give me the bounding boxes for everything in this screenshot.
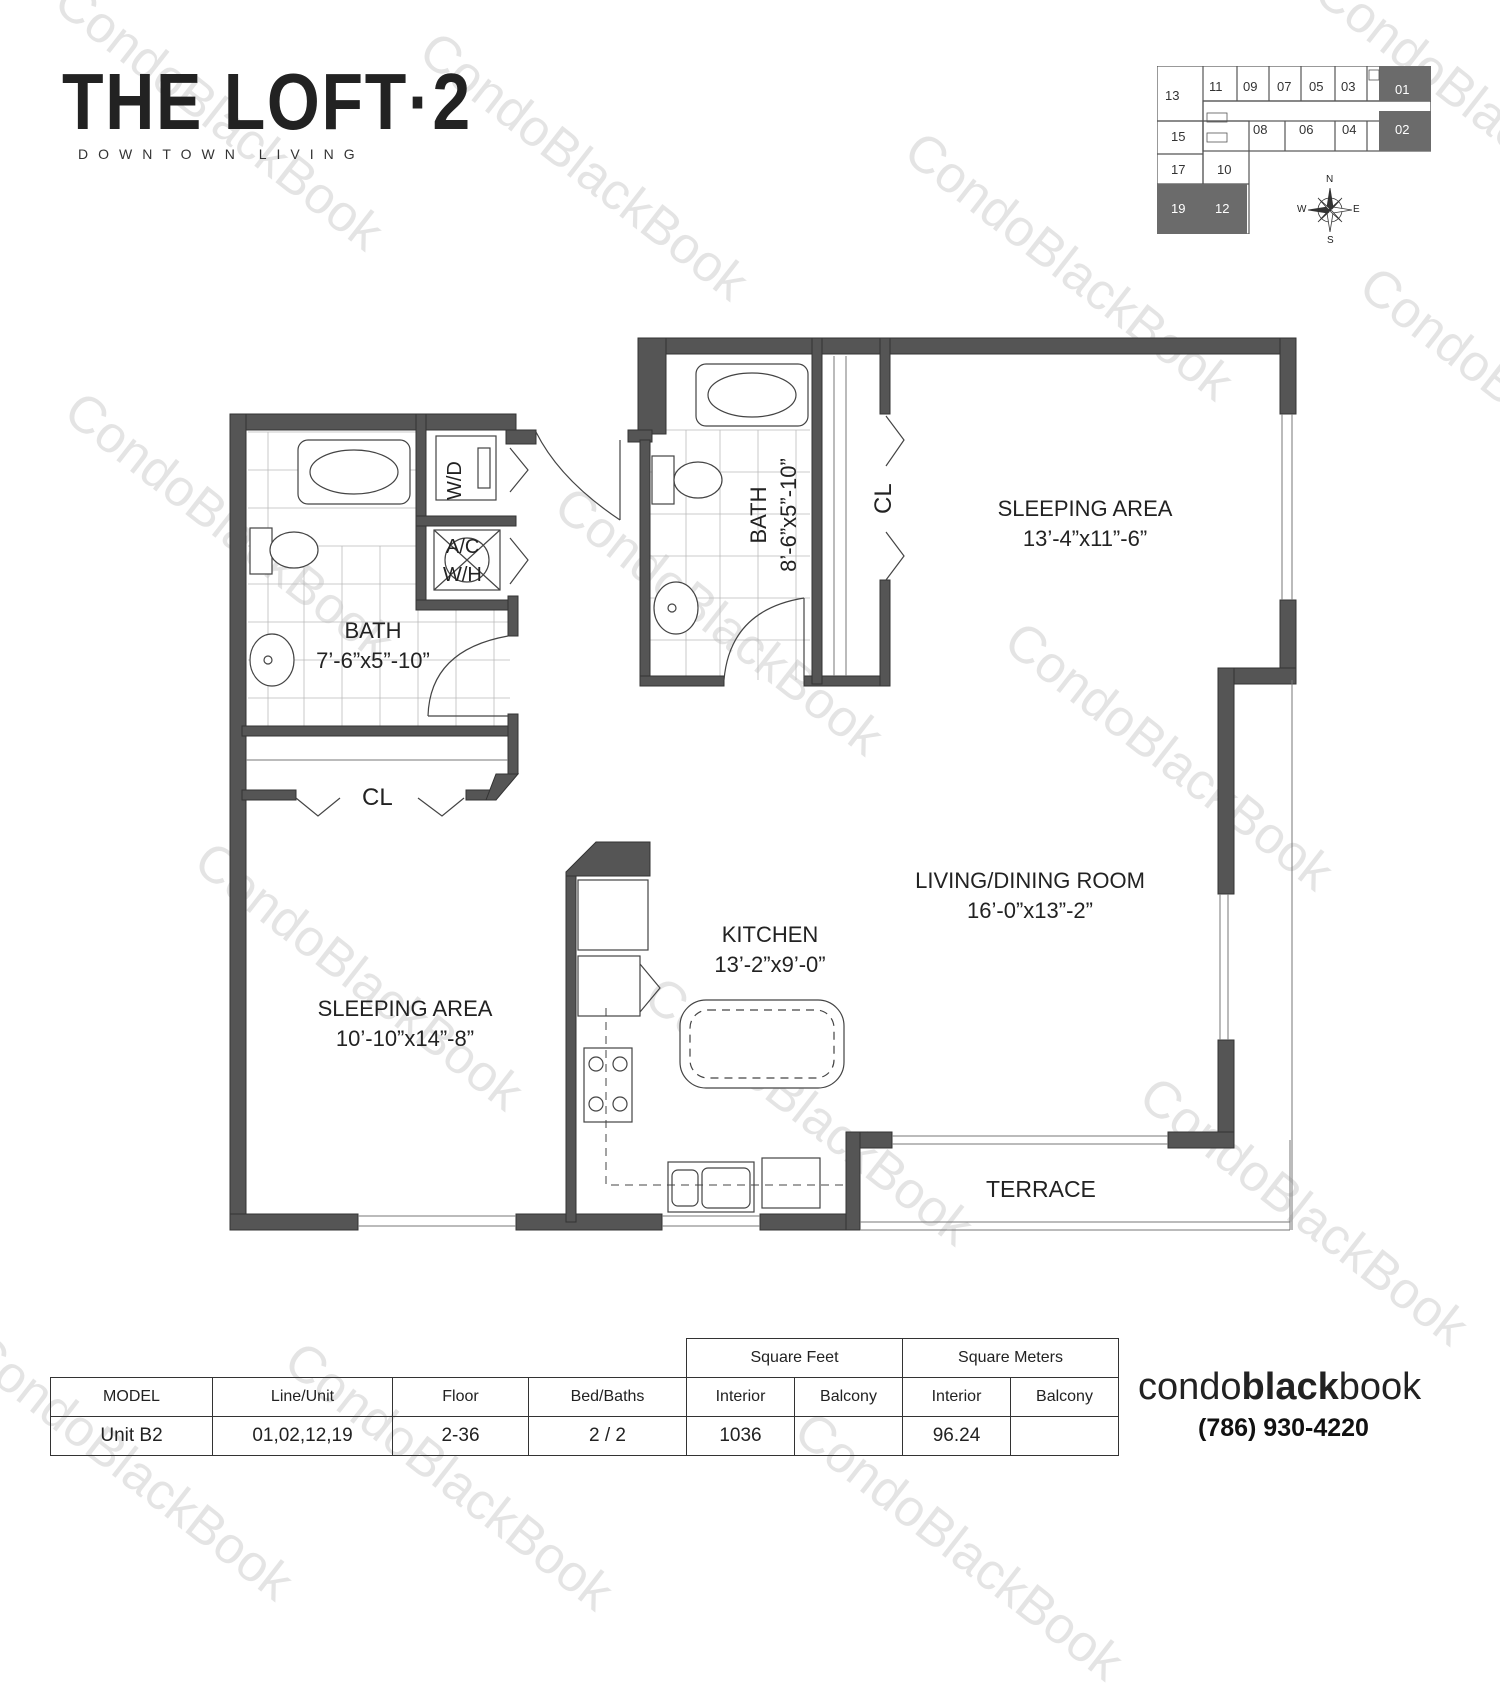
key-unit-11: 11	[1209, 79, 1223, 94]
compass-south: S	[1327, 235, 1334, 246]
brand-part-black: black	[1241, 1366, 1339, 1408]
room-name: SLEEPING AREA	[997, 496, 1173, 521]
header-sqm-balcony: Balcony	[1010, 1377, 1119, 1417]
key-unit-03: 03	[1341, 79, 1356, 94]
room-size: 13’-4”x11”-6”	[1022, 526, 1148, 551]
room-name: SLEEPING AREA	[317, 996, 493, 1021]
room-living-dining: LIVING/DINING ROOM 16’-0”x13”-2”	[880, 866, 1180, 926]
key-unit-19: 19	[1171, 201, 1186, 216]
brand-logo: condoblackbook	[1138, 1366, 1421, 1409]
room-size: 13’-2”x9’-0”	[714, 952, 826, 977]
closet-left-label: CL	[362, 784, 393, 811]
table-spacer	[51, 1339, 687, 1378]
ac-label: A/C	[446, 536, 480, 558]
header-floor: Floor	[392, 1377, 529, 1417]
header-bed-baths: Bed/Baths	[528, 1377, 687, 1417]
header-sqm-interior: Interior	[902, 1377, 1011, 1417]
key-unit-02: 02	[1395, 122, 1410, 137]
header-square-meters: Square Meters	[902, 1338, 1119, 1378]
key-unit-13: 13	[1165, 88, 1180, 103]
compass-north: N	[1326, 174, 1334, 185]
brand-part-condo: condo	[1138, 1366, 1242, 1408]
key-unit-06: 06	[1299, 122, 1314, 137]
compass-west: W	[1297, 204, 1307, 215]
key-unit-01: 01	[1395, 82, 1410, 97]
room-name: KITCHEN	[721, 922, 819, 947]
header-sqft-interior: Interior	[686, 1377, 795, 1417]
cell-floor: 2-36	[392, 1416, 529, 1456]
header-sqft-balcony: Balcony	[794, 1377, 903, 1417]
terrace-label: TERRACE	[986, 1176, 1096, 1202]
compass-east: E	[1353, 204, 1360, 215]
closet-top-label: CL	[870, 483, 897, 514]
room-kitchen: KITCHEN 13’-2”x9’-0”	[680, 920, 860, 980]
cell-sqft-interior: 1036	[686, 1416, 795, 1456]
room-sleeping-right: SLEEPING AREA 13’-4”x11”-6”	[960, 494, 1210, 554]
room-name: LIVING/DINING ROOM	[915, 868, 1145, 893]
key-unit-12: 12	[1215, 201, 1230, 216]
room-size: 16’-0”x13”-2”	[967, 898, 1093, 923]
room-bath-left: BATH 7’-6”x5”-10”	[288, 616, 458, 676]
room-size: 10’-10”x14”-8”	[335, 1026, 475, 1051]
key-unit-04: 04	[1342, 122, 1357, 137]
key-unit-05: 05	[1309, 79, 1324, 94]
key-unit-07: 07	[1277, 79, 1292, 94]
key-unit-10: 10	[1217, 162, 1232, 177]
cell-bed-baths: 2 / 2	[528, 1416, 687, 1456]
header-line-unit: Line/Unit	[212, 1377, 393, 1417]
brand-phone[interactable]: (786) 930-4220	[1198, 1414, 1369, 1442]
room-size: 8’-6”x5”-10”	[776, 458, 801, 572]
key-unit-08: 08	[1253, 122, 1268, 137]
key-unit-17: 17	[1171, 162, 1186, 177]
header-square-feet: Square Feet	[686, 1338, 903, 1378]
key-unit-09: 09	[1243, 79, 1258, 94]
room-bath-top: BATH 8’-6”x5”-10”	[744, 450, 804, 580]
cell-line-unit: 01,02,12,19	[212, 1416, 393, 1456]
room-sleeping-left: SLEEPING AREA 10’-10”x14”-8”	[280, 994, 530, 1054]
cell-sqm-interior: 96.24	[902, 1416, 1011, 1456]
room-name: BATH	[344, 618, 402, 643]
header-model: MODEL	[50, 1377, 213, 1417]
key-unit-15: 15	[1171, 129, 1186, 144]
logo-title: THE LOFT·2	[62, 57, 472, 146]
compass-icon	[1296, 172, 1366, 248]
cell-sqft-balcony	[794, 1416, 903, 1456]
cell-model: Unit B2	[50, 1416, 213, 1456]
room-name: BATH	[746, 486, 771, 544]
floor-plan	[229, 337, 1297, 1231]
brand-part-book: book	[1338, 1366, 1422, 1408]
unit-spec-table: Square Feet Square Meters MODEL Line/Uni…	[50, 1338, 1119, 1456]
water-heater-label: W/H	[443, 564, 482, 586]
cell-sqm-balcony	[1010, 1416, 1119, 1456]
room-size: 7’-6”x5”-10”	[316, 648, 430, 673]
washer-dryer-label: W/D	[444, 461, 466, 500]
logo-subtitle: DOWNTOWN LIVING	[78, 146, 365, 162]
